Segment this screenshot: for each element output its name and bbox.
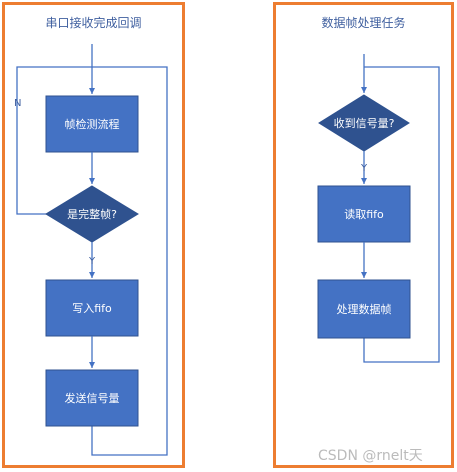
right-return-loop-line [363,66,440,363]
right-panel-title: 数据帧处理任务 [321,16,406,30]
process-frame-node [317,279,411,339]
left-yes-label: Y [88,256,96,267]
left-no-label: N [14,98,21,109]
left-panel-title: 串口接收完成回调 [45,16,142,30]
left-return-loop-line [91,66,168,456]
read-fifo-node [317,185,411,243]
process-frame-label: 处理数据帧 [337,302,392,316]
read-fifo-label: 读取fifo [344,207,384,221]
left-no-loop-line [16,66,92,215]
csdn-watermark: CSDN @rnelt天 [318,448,423,464]
send-signal-node [45,369,139,427]
received-signal-label: 收到信号量? [334,116,395,130]
write-fifo-label: 写入fifo [72,302,112,315]
write-fifo-node [45,279,139,337]
send-signal-label: 发送信号量 [65,391,120,405]
frame-check-label: 帧检测流程 [65,117,120,131]
is-complete-frame-label: 是完整帧? [67,207,117,221]
right-yes-label: Y [360,163,368,174]
frame-check-node [45,95,139,153]
